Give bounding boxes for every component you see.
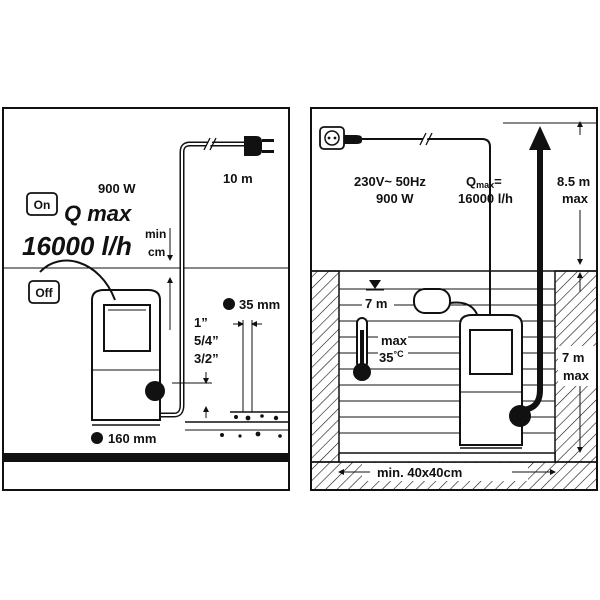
flow-value: 16000 l/h xyxy=(22,231,132,261)
power-label: 900 W xyxy=(98,181,136,196)
flow-direction-arrow xyxy=(529,126,551,150)
drain-depth-label: 160 mm xyxy=(108,431,156,446)
min-level-label: min xyxy=(145,227,166,241)
voltage-label: 230V~ 50Hz xyxy=(354,174,426,189)
hose-size-1: 1” xyxy=(194,315,208,330)
thermometer-icon xyxy=(353,317,371,381)
flow-right-value: 16000 l/h xyxy=(458,191,513,206)
plug-icon xyxy=(244,136,274,156)
switch-off-label: Off xyxy=(35,286,53,300)
float-level-marker xyxy=(369,280,381,289)
switch-on-label: On xyxy=(34,198,51,212)
switch-on-badge: On xyxy=(26,192,58,216)
discharge-hose xyxy=(519,150,543,413)
ground-gravel xyxy=(185,411,289,438)
particle-icon xyxy=(223,298,235,310)
temp-value-label: 35°C xyxy=(379,349,404,365)
drain-particle-icon xyxy=(91,432,103,444)
pump-left xyxy=(91,289,165,426)
float-switch xyxy=(413,288,451,314)
particle-size-label: 35 mm xyxy=(239,297,280,312)
right-panel: 230V~ 50Hz 900 W Qmax= 16000 l/h 8.5 m m… xyxy=(310,107,598,491)
depth-label: 7 m xyxy=(562,350,584,365)
depth-max-label: max xyxy=(563,368,590,383)
hose-size-3: 3/2” xyxy=(194,351,219,366)
left-panel: On Off 900 W 10 m Q max 16000 l/h min cm… xyxy=(2,107,290,491)
power-cable-right xyxy=(362,138,491,345)
head-height-max: max xyxy=(562,191,589,206)
cable-length-label: 10 m xyxy=(223,171,253,186)
flow-title: Q max xyxy=(64,201,132,226)
float-switch-cable xyxy=(39,259,116,301)
plug-right-icon xyxy=(344,135,362,144)
socket-icon xyxy=(319,126,345,150)
head-height-label: 8.5 m xyxy=(557,174,590,189)
pit-wall-left xyxy=(310,270,340,463)
switch-off-badge: Off xyxy=(28,280,60,304)
min-level-unit: cm xyxy=(148,245,165,259)
flow-right-label: Qmax= xyxy=(466,174,502,190)
pit-size-label: min. 40x40cm xyxy=(377,465,462,480)
floor-band xyxy=(3,453,289,462)
pump-right xyxy=(459,314,531,449)
power-right-label: 900 W xyxy=(376,191,414,206)
float-cable-label: 7 m xyxy=(365,296,387,311)
temp-max-label: max xyxy=(381,333,408,348)
hose-size-2: 5/4” xyxy=(194,333,219,348)
